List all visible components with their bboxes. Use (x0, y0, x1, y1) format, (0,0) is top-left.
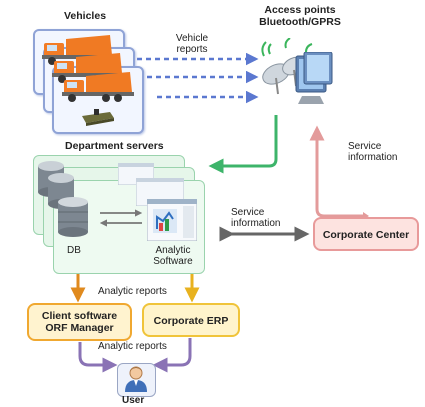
service-info-mid-line1: Service (231, 207, 265, 218)
corporate-center-box: Corporate Center (313, 217, 419, 251)
user-icon (125, 366, 147, 392)
truck-icon (62, 72, 134, 102)
analytic-software-label: Analytic Software (140, 245, 206, 267)
vehicle-reports-label: Vehicle reports (167, 33, 217, 55)
client-to-user-arrow (78, 342, 118, 373)
analytic-reports-bottom-label: Analytic reports (98, 341, 167, 352)
analytic-reports-top-label: Analytic reports (98, 286, 167, 297)
database-icon (58, 197, 88, 237)
analytic-software-line1: Analytic (155, 245, 191, 256)
client-software-line1: Client software (41, 310, 118, 322)
service-info-mid-line2: information (231, 218, 281, 229)
db-analytic-arrows (99, 209, 143, 227)
client-software-box: Client software ORF Manager (27, 303, 132, 341)
gps-device-icon (82, 109, 114, 126)
service-info-mid-label: Service information (231, 207, 280, 229)
service-info-top-line1: Service (348, 141, 382, 152)
corporate-erp-box: Corporate ERP (142, 303, 240, 337)
erp-to-user-arrow (152, 338, 192, 373)
analytic-software-line2: Software (153, 256, 193, 267)
service-info-top-line2: information (348, 152, 398, 163)
access-points-title: Access points Bluetooth/GPRS (250, 4, 350, 28)
access-points-line2: Bluetooth/GPRS (259, 16, 341, 28)
db-label: DB (67, 245, 81, 256)
department-servers-title: Department servers (65, 140, 164, 152)
monitor-icon (295, 52, 333, 104)
access-to-servers-arrow (208, 115, 278, 174)
vehicle-reports-line1: Vehicle (175, 33, 209, 44)
user-label: User (122, 395, 145, 406)
vehicles-title: Vehicles (64, 10, 107, 22)
vehicle-reports-line2: reports (176, 44, 208, 55)
access-points-line1: Access points (264, 4, 336, 16)
service-info-top-label: Service information (348, 141, 397, 163)
client-software-line2: ORF Manager (45, 322, 114, 334)
analytic-window-icon (147, 199, 197, 241)
corporate-to-access-arrow (309, 125, 363, 218)
corporate-erp-label: Corporate ERP (153, 315, 229, 327)
corporate-center-label: Corporate Center (322, 229, 410, 241)
